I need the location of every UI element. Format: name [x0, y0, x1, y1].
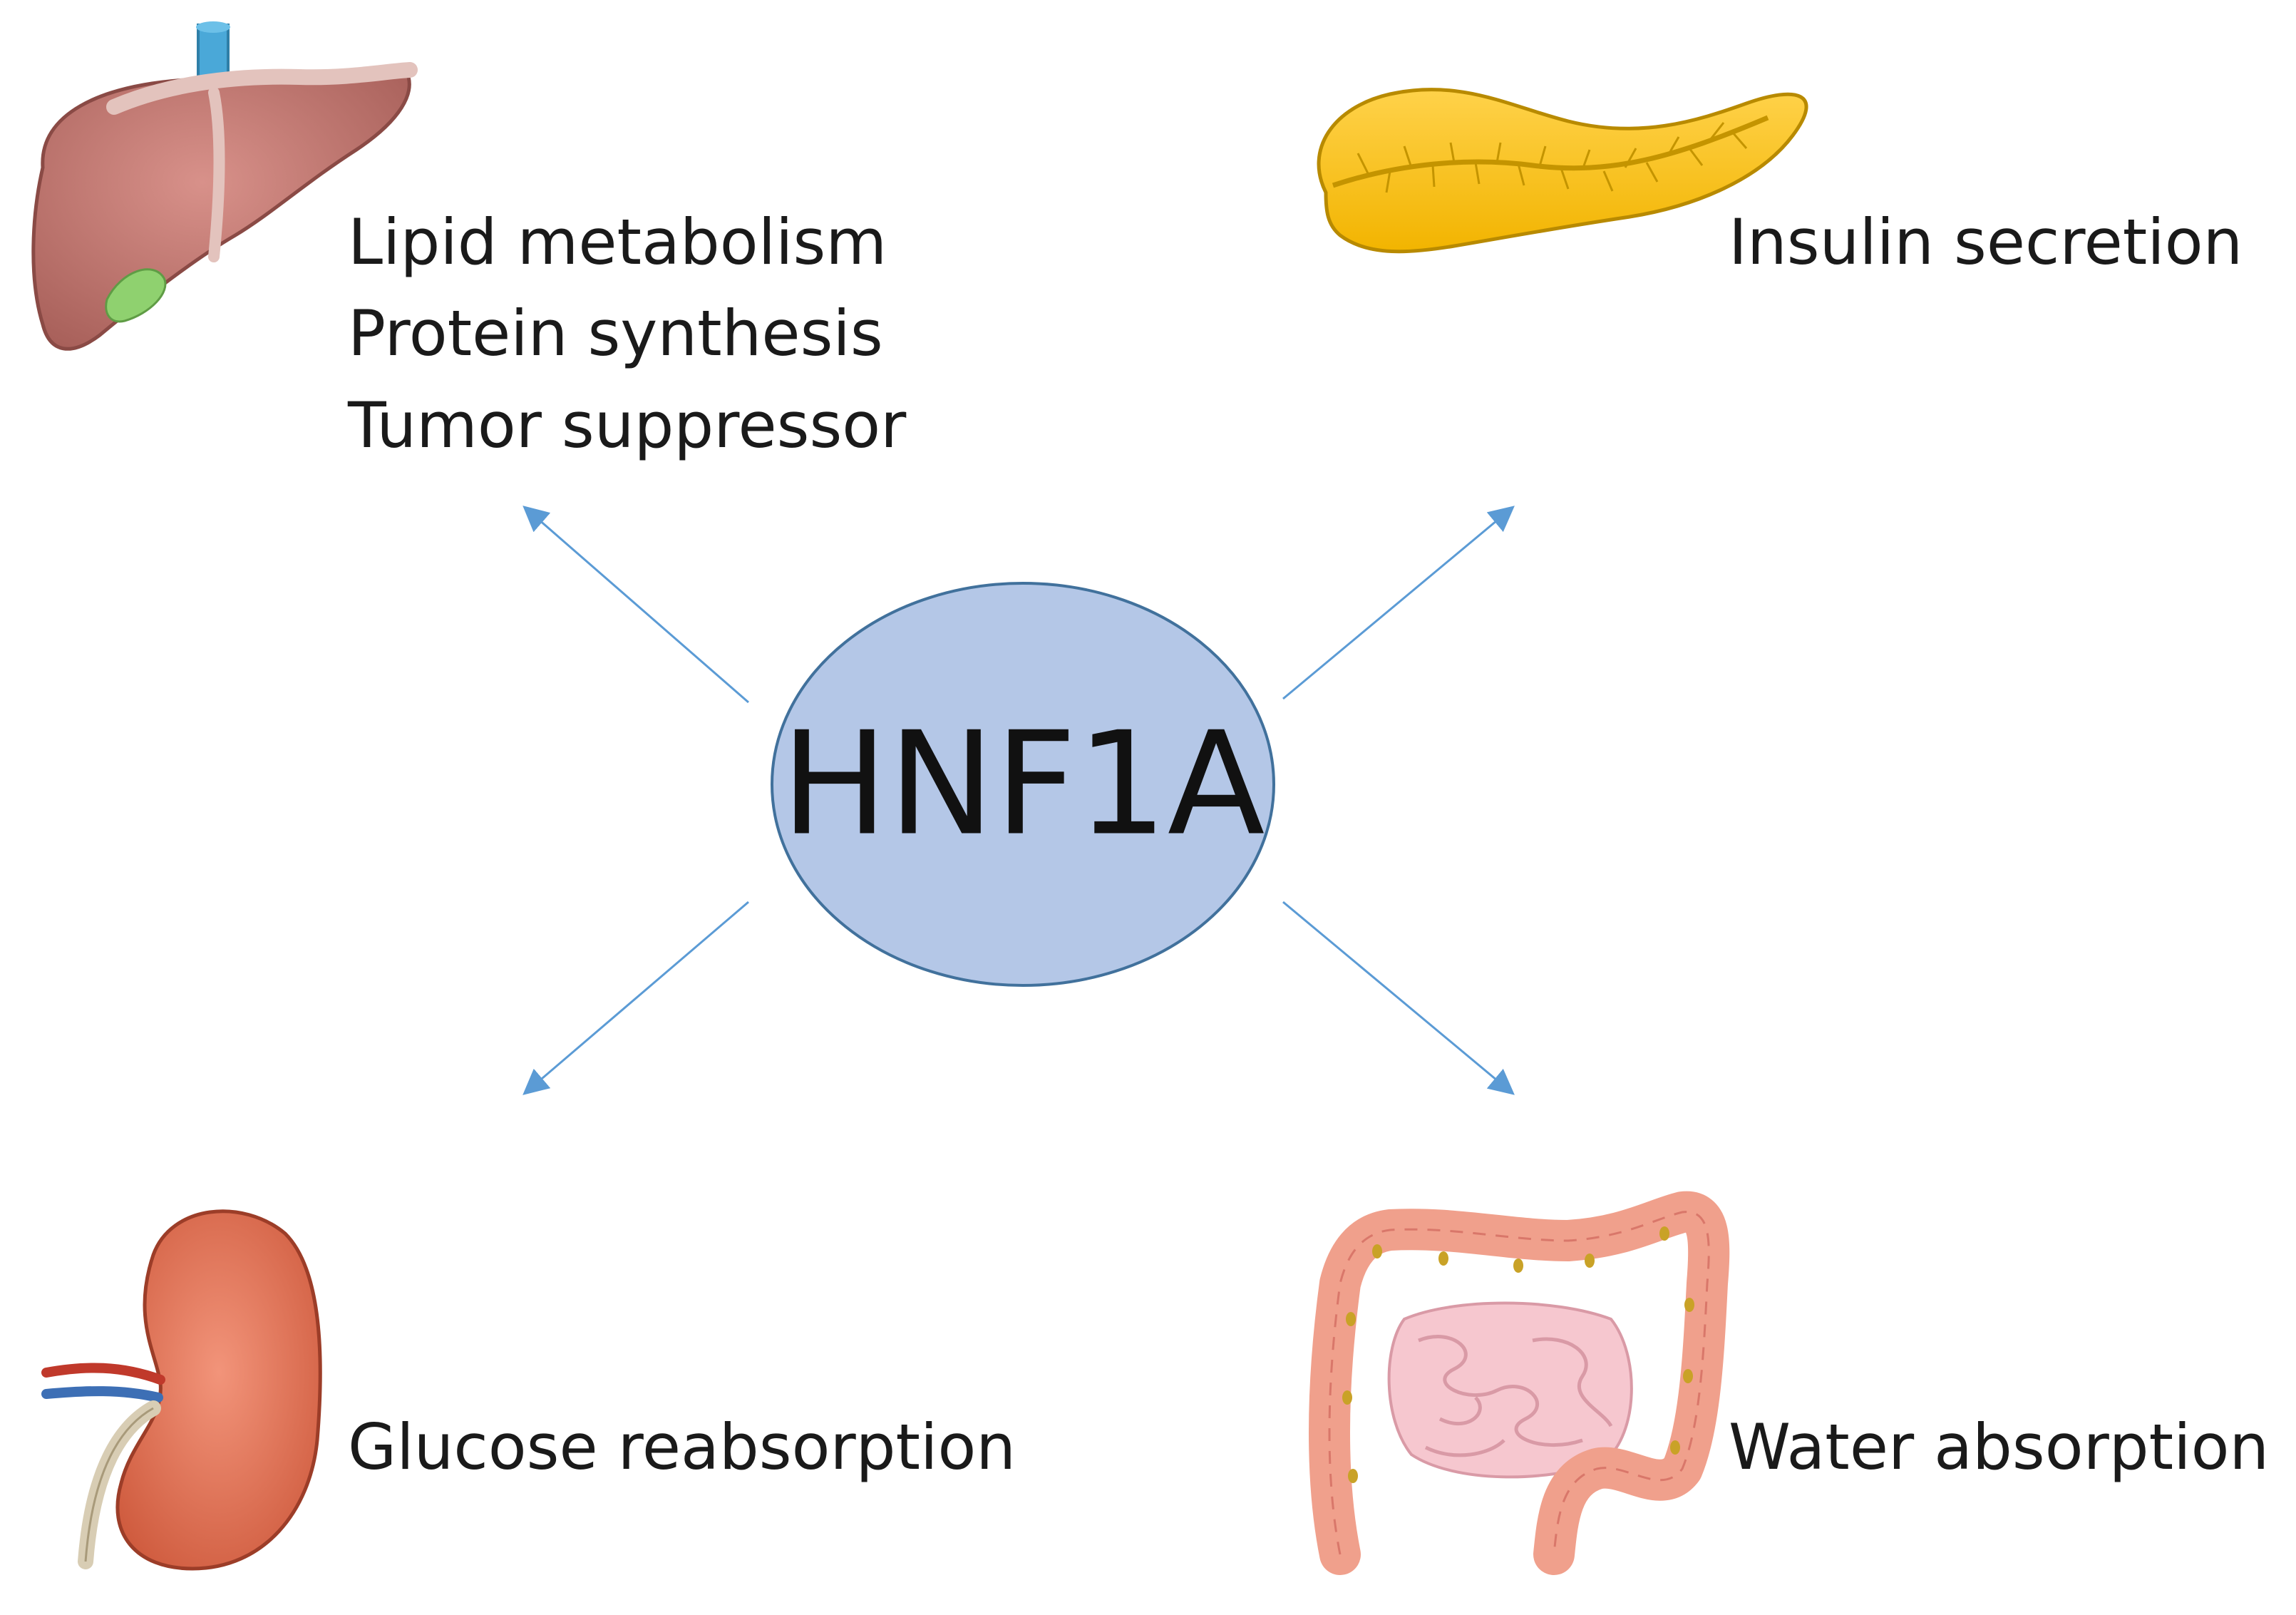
arrow-to-intestine — [1282, 901, 1515, 1095]
kidney-icon — [41, 1209, 322, 1571]
arrow-to-liver — [522, 506, 749, 704]
arrows — [522, 506, 1515, 1095]
kidney-function: Glucose reabsorption — [348, 1410, 1016, 1484]
intestine-function: Water absorption — [1729, 1410, 2269, 1484]
pancreas-function: Insulin secretion — [1729, 205, 2243, 279]
liver-functions: Lipid metabolism Protein synthesis Tumor… — [347, 205, 907, 462]
liver-icon — [31, 21, 418, 351]
liver-function-2: Protein synthesis — [348, 297, 883, 370]
center-label: HNF1A — [781, 702, 1265, 868]
arrow-to-kidney — [522, 901, 749, 1095]
arrow-to-pancreas — [1282, 506, 1515, 700]
center-ellipse — [771, 582, 1275, 987]
intestine-icon — [1309, 1191, 1730, 1575]
center-node: HNF1A — [771, 582, 1275, 987]
liver-function-1: Lipid metabolism — [348, 205, 887, 279]
liver-function-3: Tumor suppressor — [347, 389, 907, 462]
pancreas-icon — [1317, 88, 1808, 254]
